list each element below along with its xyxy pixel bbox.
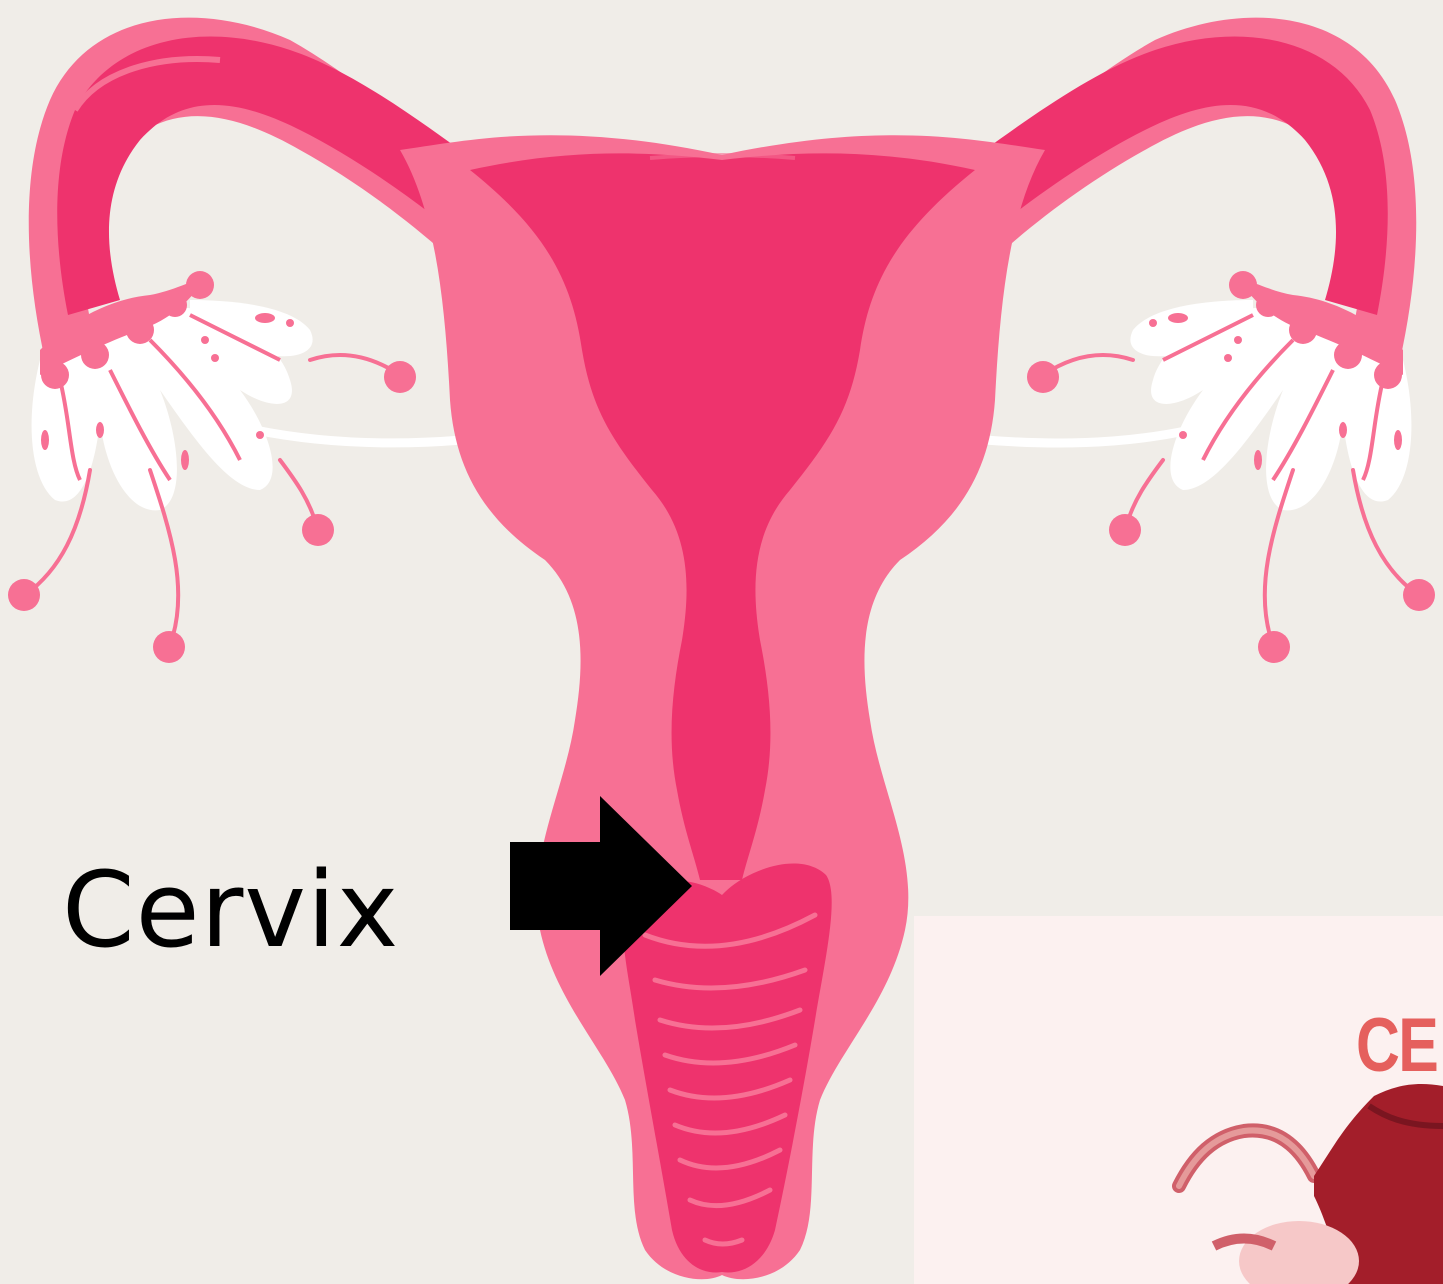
right-ovarian-ligaments <box>985 430 1190 443</box>
inset-image: CE <box>914 916 1443 1284</box>
cervix-label: Cervix <box>62 858 399 962</box>
left-ovarian-ligaments <box>255 430 462 443</box>
left-fimbriae <box>8 271 416 663</box>
right-fimbriae <box>1027 271 1435 663</box>
inset-uterus-illustration <box>914 916 1443 1284</box>
